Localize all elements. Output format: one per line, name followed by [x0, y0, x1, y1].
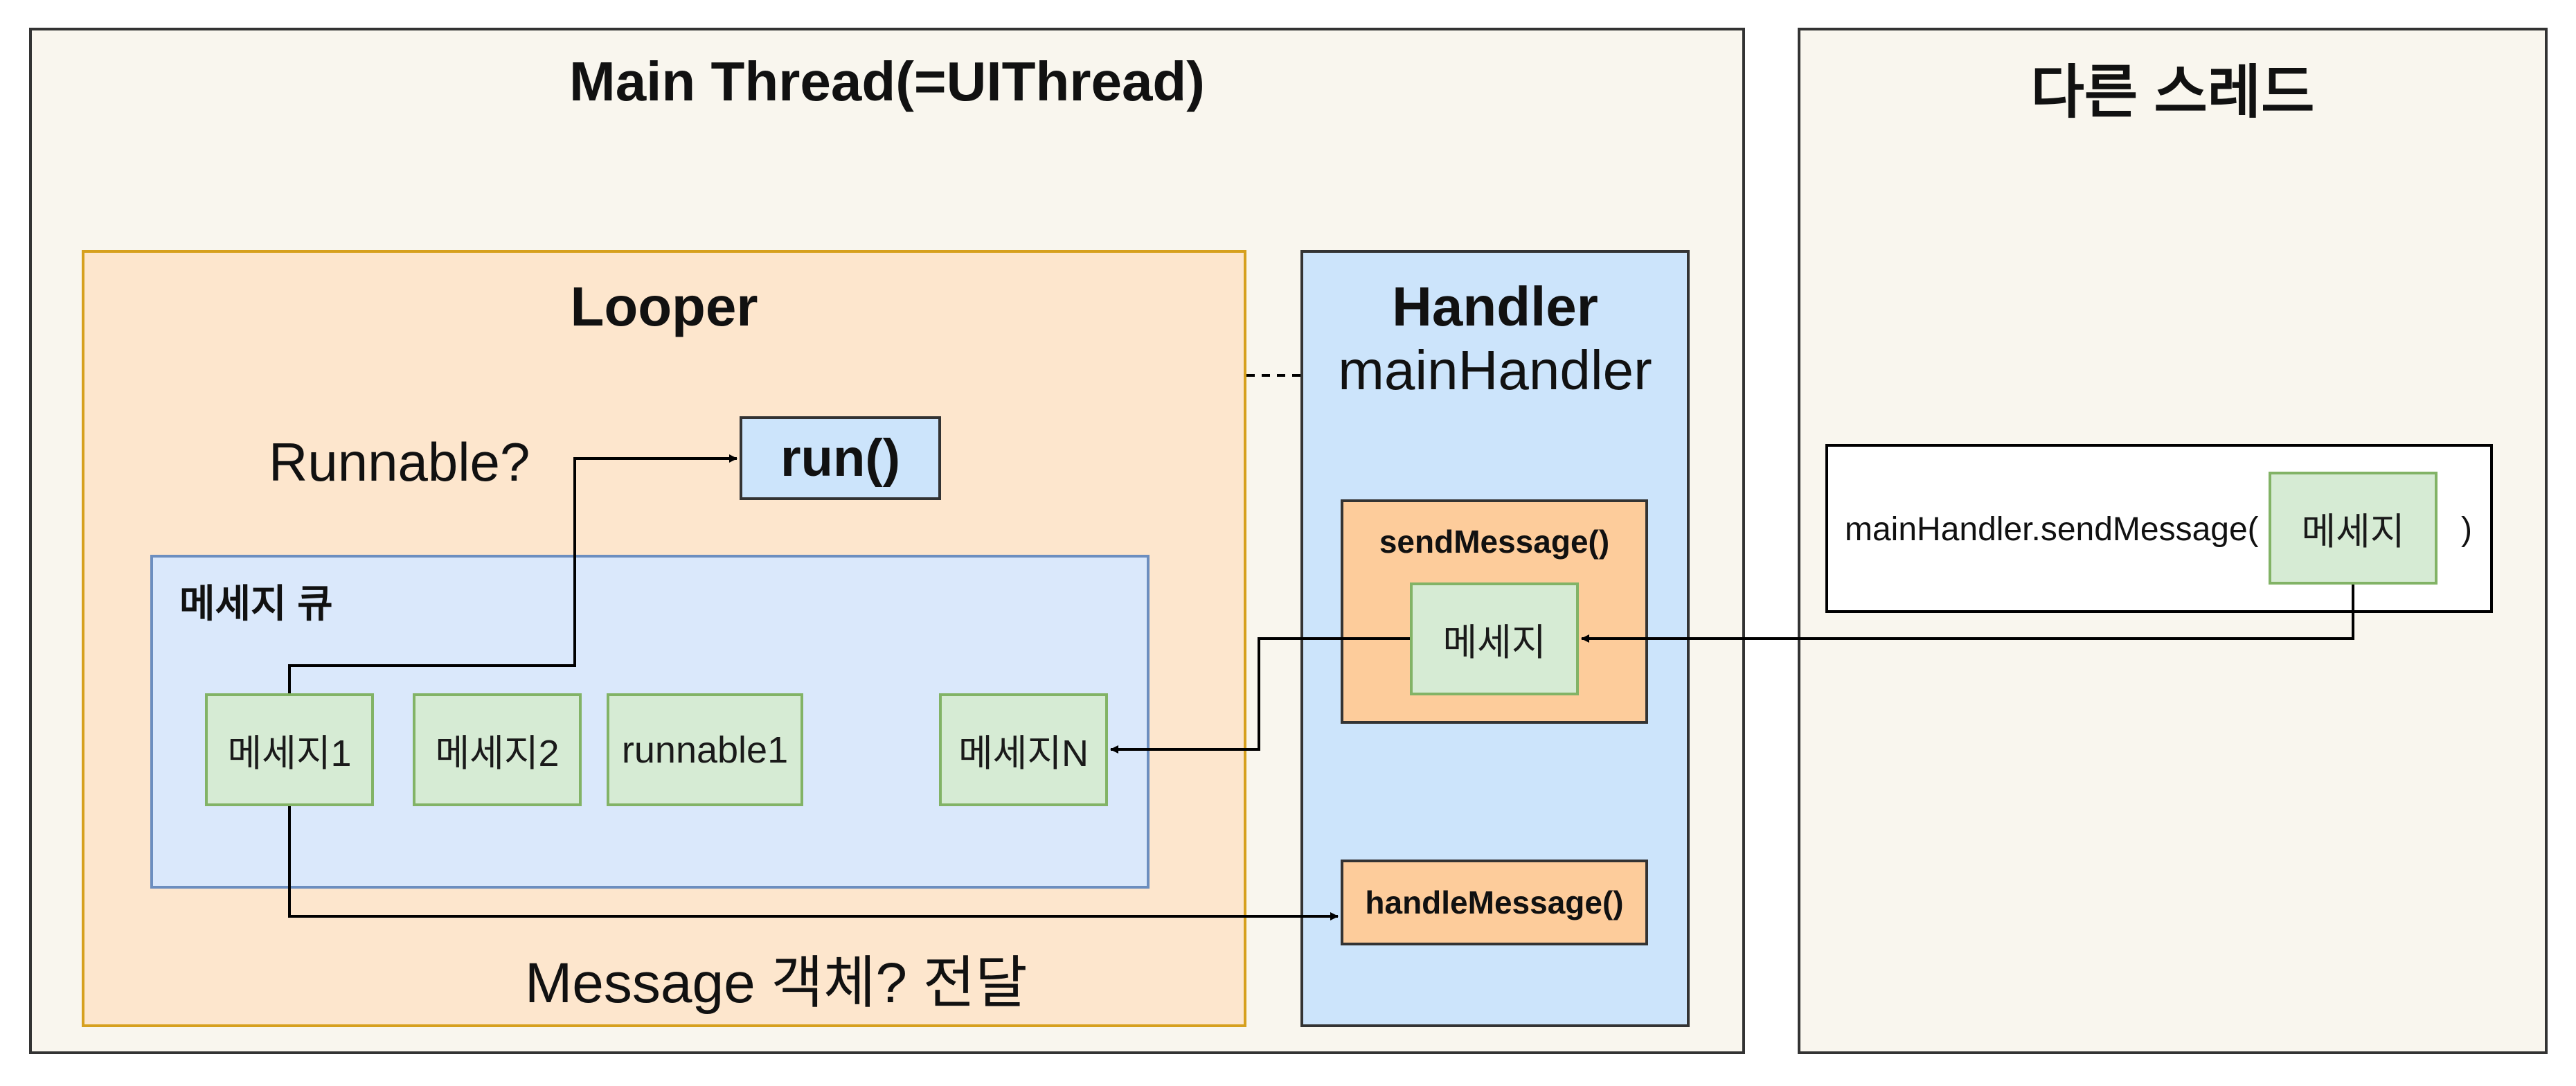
send-call-suffix: ) [2461, 511, 2472, 548]
other-thread-title: 다른 스레드 [2030, 60, 2315, 125]
looper-title: Looper [570, 276, 758, 337]
main-thread-title: Main Thread(=UIThread) [569, 51, 1205, 112]
other-thread-message: 메세지 [2269, 472, 2438, 585]
handler-title: Handler [1392, 276, 1598, 337]
handler-instance-name: mainHandler [1338, 339, 1652, 401]
send-message-payload: 메세지 [1410, 582, 1579, 695]
handle-message-method: handleMessage() [1341, 860, 1648, 945]
run-method-box: run() [740, 416, 941, 500]
message-object-label: Message 객체? 전달 [525, 952, 1028, 1015]
queue-item-message-2: 메세지2 [413, 693, 582, 806]
run-method-label: run() [780, 429, 901, 488]
queue-item-message-1: 메세지1 [205, 693, 374, 806]
send-call-prefix: mainHandler.sendMessage( [1845, 511, 2259, 548]
runnable-label: Runnable? [269, 431, 530, 492]
message-queue-title: 메세지 큐 [179, 582, 333, 625]
queue-item-runnable-1: runnable1 [607, 693, 803, 806]
handle-message-label: handleMessage() [1365, 884, 1624, 920]
send-message-label: sendMessage() [1379, 524, 1610, 560]
queue-item-message-n: 메세지N [939, 693, 1108, 806]
